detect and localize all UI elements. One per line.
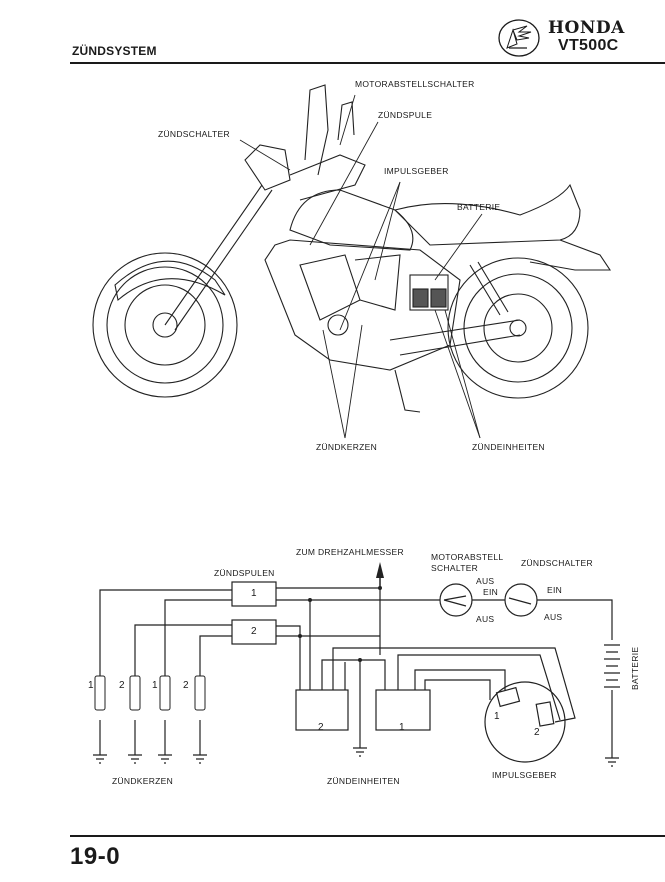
spark-plug — [159, 675, 171, 711]
front-fork — [164, 184, 273, 331]
ignition-unit-1 — [375, 689, 431, 731]
label-ignition-units: ZÜNDEINHEITEN — [472, 442, 545, 452]
front-wheel — [92, 252, 238, 398]
label-tachometer: ZUM DREHZAHLMESSER — [296, 547, 404, 557]
model-name: VT500C — [558, 37, 619, 54]
honda-wing-logo-icon — [498, 19, 540, 57]
label-spark-plugs-schematic: ZÜNDKERZEN — [112, 776, 174, 786]
ignition-coil-1 — [231, 581, 277, 607]
ignition-switch-aus: AUS — [544, 612, 563, 622]
plug-number: 2 — [183, 680, 189, 691]
plug-number: 1 — [88, 680, 94, 691]
ignition-switch-symbol — [504, 583, 538, 617]
ignition-coil-2 — [231, 619, 277, 645]
ground-symbol — [93, 754, 107, 764]
label-ignition-switch-schematic: ZÜNDSCHALTER — [521, 558, 593, 568]
kill-switch-aus-bottom: AUS — [476, 614, 495, 624]
brand-name: HONDA — [548, 18, 625, 38]
rear-wheel — [447, 257, 589, 399]
tachometer-arrow-icon — [376, 562, 384, 578]
label-kill-switch-line1: MOTORABSTELL — [431, 552, 504, 562]
kill-switch-symbol — [439, 583, 473, 617]
kill-switch-ein: EIN — [483, 587, 499, 597]
footer-rule — [70, 835, 665, 837]
label-battery-schematic: BATTERIE — [630, 646, 640, 690]
label-ignition-coil: ZÜNDSPULE — [378, 110, 433, 120]
label-ignition-units-schematic: ZÜNDEINHEITEN — [327, 776, 400, 786]
seat — [393, 183, 581, 246]
label-spark-plugs: ZÜNDKERZEN — [316, 442, 378, 452]
label-kill-switch-schematic: MOTORABSTELL SCHALTER — [431, 552, 503, 574]
plug-number: 1 — [152, 680, 158, 691]
pickup-1-number: 1 — [494, 711, 500, 722]
spark-plug — [194, 675, 206, 711]
label-ignition-coils: ZÜNDSPULEN — [214, 568, 275, 578]
unit-1-number: 1 — [399, 722, 405, 733]
battery-box — [409, 274, 449, 311]
section-title: ZÜNDSYSTEM — [72, 44, 157, 58]
header-rule — [70, 62, 665, 64]
spark-plug — [94, 675, 106, 711]
pulse-generator-rotor — [484, 681, 566, 763]
label-pulse-generator: IMPULSGEBER — [384, 166, 449, 176]
plug-number: 2 — [119, 680, 125, 691]
label-battery: BATTERIE — [457, 202, 501, 212]
label-kill-switch-line2: SCHALTER — [431, 563, 479, 573]
kill-switch-aus-top: AUS — [476, 576, 495, 586]
coil-2-number: 2 — [251, 626, 257, 637]
label-ignition-switch: ZÜNDSCHALTER — [158, 129, 230, 139]
ignition-switch-ein: EIN — [547, 585, 563, 595]
engine — [264, 239, 461, 371]
battery-symbol — [604, 644, 620, 688]
unit-2-number: 2 — [318, 722, 324, 733]
label-kill-switch: MOTORABSTELLSCHALTER — [355, 79, 475, 89]
pickup-2-number: 2 — [534, 727, 540, 738]
label-pulse-generator-schematic: IMPULSGEBER — [492, 770, 557, 780]
coil-1-number: 1 — [251, 588, 257, 599]
spark-plug — [129, 675, 141, 711]
page-number: 19-0 — [70, 843, 121, 870]
